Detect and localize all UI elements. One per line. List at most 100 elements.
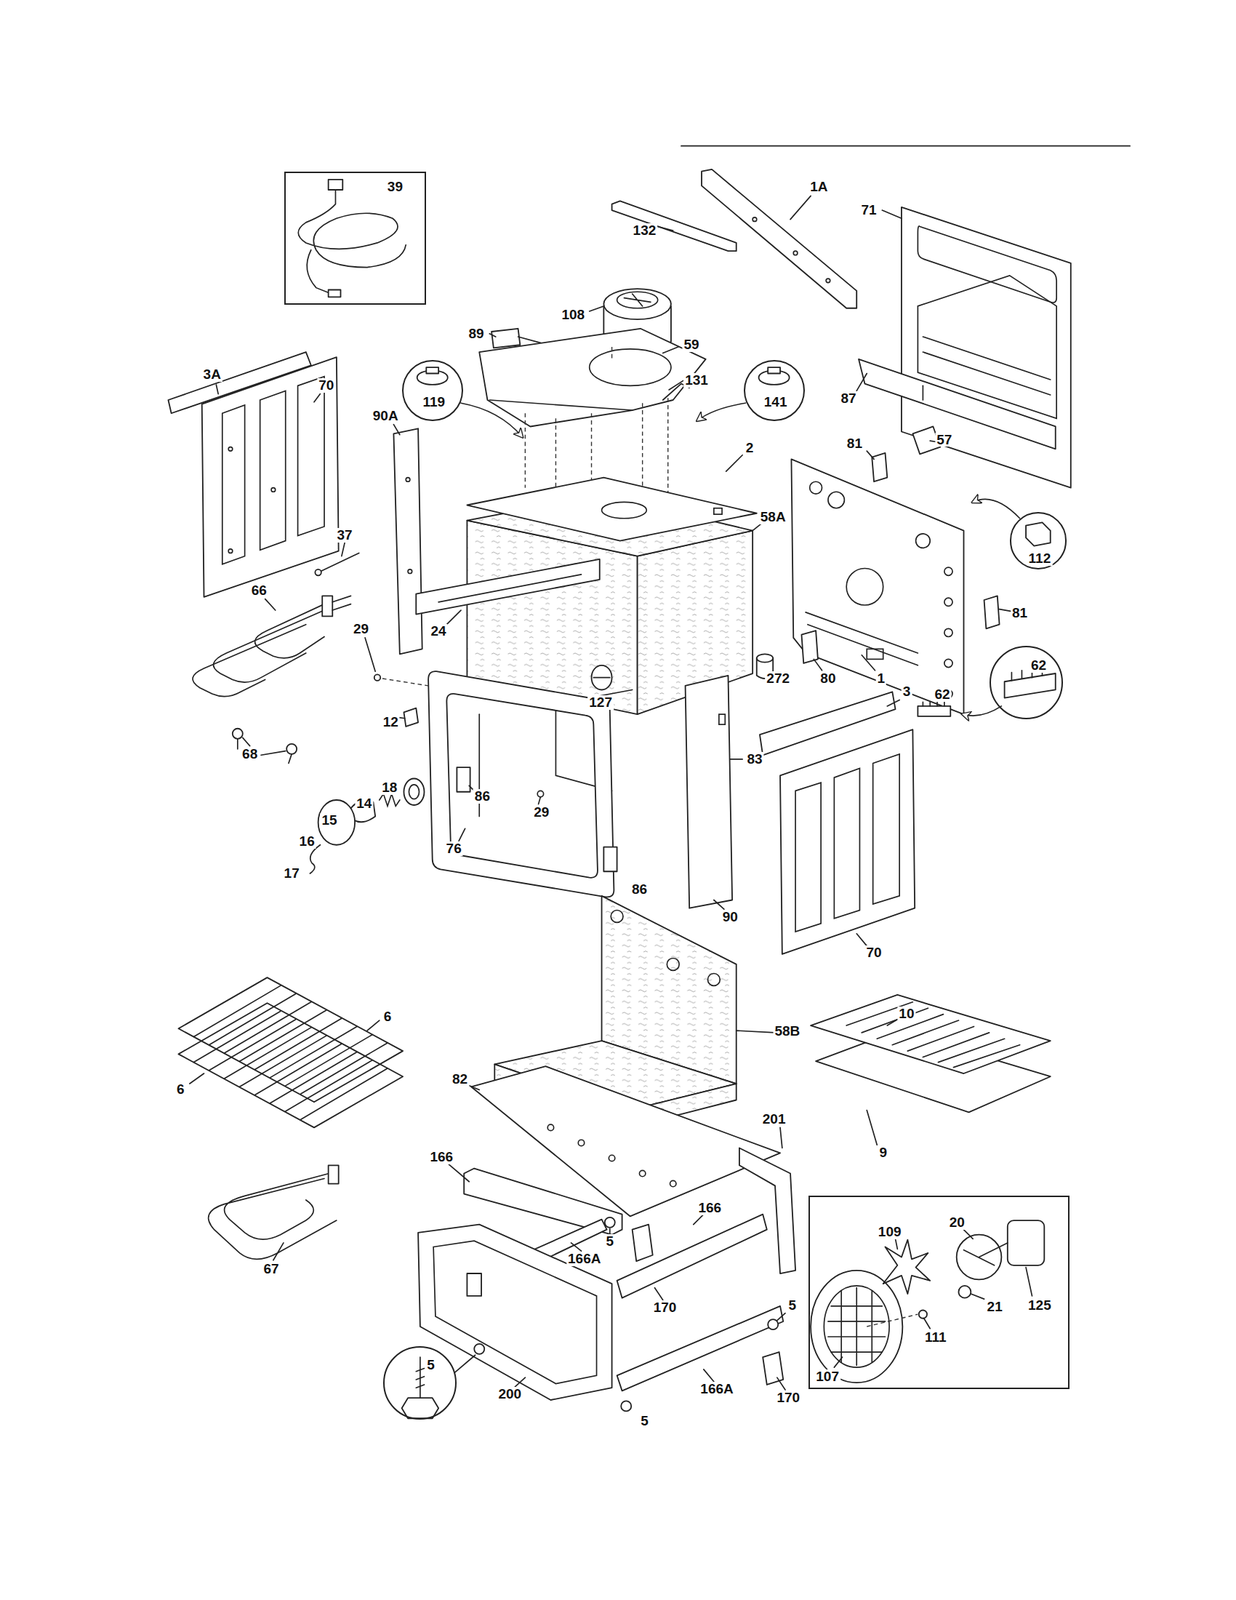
bracket-81b <box>984 595 1000 629</box>
inset-arrows <box>962 705 1002 716</box>
strip-83-90 <box>685 675 733 909</box>
callout-number: 10 <box>897 1006 916 1021</box>
door-frame <box>603 847 617 872</box>
broiler-pan <box>810 994 1051 1112</box>
callout-number: 59 <box>681 337 701 352</box>
bracket-81a <box>871 452 888 482</box>
callout-number: 2 <box>744 440 756 456</box>
inset-pictures <box>426 367 439 373</box>
screws-68 <box>232 728 297 764</box>
strip-83-90 <box>685 675 733 909</box>
callout-number: 90 <box>721 909 740 925</box>
inset-pictures <box>402 1397 439 1418</box>
callout-number: 70 <box>864 945 883 960</box>
bracket-80 <box>801 630 818 664</box>
callout-number: 1 <box>876 671 888 686</box>
broil-element <box>192 595 352 696</box>
feet-5 <box>767 1318 778 1330</box>
top-plate <box>602 501 648 518</box>
callout-circle: 5 <box>383 1345 457 1420</box>
strip-90a <box>407 569 413 574</box>
callout-number: 108 <box>559 307 587 323</box>
callout-number: 87 <box>839 391 858 406</box>
callout-number: 29 <box>351 621 371 637</box>
back-panel <box>828 491 845 508</box>
leader-lines <box>189 195 1033 1390</box>
probe-37 <box>314 552 359 576</box>
callout-number: 68 <box>240 746 259 762</box>
light-assembly <box>309 844 320 874</box>
callout-number: 16 <box>298 833 317 849</box>
callout-number: 131 <box>683 372 710 388</box>
callout-number: 24 <box>429 623 448 639</box>
light-assembly <box>309 778 424 874</box>
bottom-insulation <box>666 957 680 970</box>
blower-shroud <box>479 328 706 427</box>
callout-number: 62 <box>1029 657 1048 673</box>
broiler-pan <box>846 1001 1020 1068</box>
front-frame <box>418 1224 613 1400</box>
bottom-insulation <box>610 910 624 923</box>
thermostat-bracket <box>491 328 520 349</box>
bake-element <box>208 1164 339 1259</box>
strip-83-90 <box>719 713 725 725</box>
right-side-panel <box>873 753 900 904</box>
back-panel <box>809 481 823 494</box>
callout-number: 39 <box>386 179 405 195</box>
base-plate <box>608 1154 615 1161</box>
left-side-panel <box>298 376 325 536</box>
left-side-panel <box>228 548 233 554</box>
callout-number: 66 <box>250 583 269 598</box>
rail-132 <box>612 200 737 251</box>
callout-number: 166 <box>696 1200 723 1215</box>
callout-number: 15 <box>319 812 339 828</box>
bracket-24 <box>415 559 600 615</box>
callout-number: 62 <box>932 687 951 702</box>
back-panel <box>846 568 883 606</box>
callout-number: 86 <box>630 881 649 897</box>
guide-lines <box>611 346 613 360</box>
callout-number: 6 <box>175 1081 187 1097</box>
inset-box: 1092021125111107 <box>808 1195 1070 1390</box>
screws-68 <box>286 743 297 754</box>
light-assembly <box>408 784 419 800</box>
top-rail <box>752 217 757 222</box>
top-rule <box>681 145 1130 147</box>
base-plate <box>547 1124 554 1130</box>
drawer-slides <box>617 1305 784 1391</box>
back-panel <box>807 624 918 666</box>
probe-37 <box>316 552 360 573</box>
broiler-pan <box>810 994 1051 1074</box>
left-side-panel <box>260 390 286 550</box>
callout-number: 58A <box>759 509 788 525</box>
front-frame <box>466 1273 482 1296</box>
feet-5 <box>620 1400 632 1411</box>
bracket-81b <box>984 595 1000 629</box>
front-frame <box>418 1224 613 1400</box>
door-frame <box>428 671 617 897</box>
inset-pictures <box>402 367 1056 1418</box>
thermostat-bracket <box>518 336 541 343</box>
callout-number: 3 <box>901 684 913 699</box>
callout-number: 86 <box>473 788 492 804</box>
inset-arrows <box>972 498 1021 518</box>
feet-5 <box>474 1343 485 1354</box>
callout-number: 170 <box>775 1390 802 1405</box>
fan-motor <box>603 288 672 320</box>
light-socket-127 <box>593 676 610 679</box>
oven-racks <box>178 977 403 1127</box>
light-assembly <box>318 799 355 845</box>
rail-132 <box>612 200 737 251</box>
bake-element <box>208 1171 337 1260</box>
callout-number: 20 <box>948 1214 967 1230</box>
callout-number: 5 <box>787 1297 799 1313</box>
callout-number: 5 <box>425 1357 437 1372</box>
back-panel <box>791 458 964 714</box>
top-rail <box>825 278 831 283</box>
callout-number: 141 <box>762 394 789 410</box>
oven-racks <box>194 1010 389 1119</box>
callout-number: 170 <box>652 1299 679 1315</box>
callout-number: 166 <box>428 1149 455 1165</box>
leader-lines <box>189 195 1033 1390</box>
